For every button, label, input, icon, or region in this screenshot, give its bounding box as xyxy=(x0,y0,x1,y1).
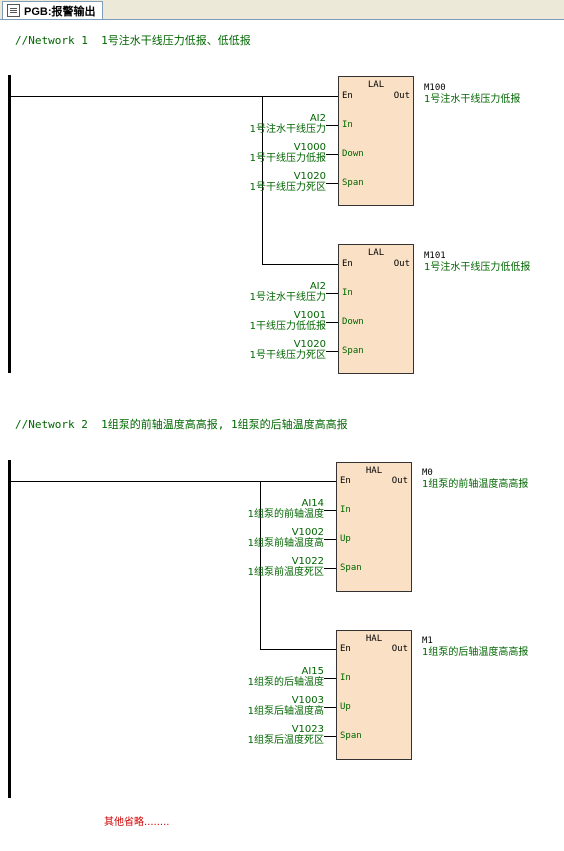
tab-bar: PGB:报警输出 xyxy=(0,0,564,20)
network-1-wire xyxy=(11,96,338,97)
tab-pgb[interactable]: PGB:报警输出 xyxy=(2,1,103,19)
network-2-power-rail xyxy=(8,460,11,798)
input-stub xyxy=(324,736,336,737)
input-stub xyxy=(324,707,336,708)
footer-note: 其他省略........ xyxy=(104,817,170,828)
network-1-power-rail xyxy=(8,75,11,373)
input-stub xyxy=(324,678,336,679)
input-stub xyxy=(324,539,336,540)
pin-in: In xyxy=(340,673,351,683)
pin-en: En xyxy=(342,91,353,101)
network-1-branch-wire xyxy=(262,96,263,264)
pin-down: Down xyxy=(342,149,364,159)
hal-block-2[interactable]: HAL En Out In Up Span xyxy=(336,630,412,760)
input-stub xyxy=(324,510,336,511)
network-2-branch-wire-2 xyxy=(260,649,336,650)
pin-out: Out xyxy=(391,644,408,654)
pin-up: Up xyxy=(340,534,351,544)
network-2-wire xyxy=(11,481,336,482)
block-type: HAL xyxy=(365,466,383,476)
pin-en: En xyxy=(342,259,353,269)
pin-span: Span xyxy=(340,563,362,573)
input-stub xyxy=(326,322,338,323)
block-type: LAL xyxy=(367,248,385,258)
input-stub xyxy=(326,154,338,155)
pin-in: In xyxy=(342,120,353,130)
lal-block-1[interactable]: LAL En Out In Down Span xyxy=(338,76,414,206)
ladder-document-icon xyxy=(7,4,20,17)
pin-up: Up xyxy=(340,702,351,712)
tab-label: PGB:报警输出 xyxy=(24,5,96,18)
block-type: LAL xyxy=(367,80,385,90)
pin-span: Span xyxy=(342,346,364,356)
input-stub xyxy=(326,125,338,126)
network-2-branch-wire xyxy=(260,481,261,649)
network-1-branch-wire-2 xyxy=(262,264,338,265)
input-stub xyxy=(324,568,336,569)
pin-out: Out xyxy=(393,259,410,269)
pin-en: En xyxy=(340,644,351,654)
pin-down: Down xyxy=(342,317,364,327)
input-stub xyxy=(326,183,338,184)
block-type: HAL xyxy=(365,634,383,644)
pin-out: Out xyxy=(391,476,408,486)
network-2-comment: //Network 2 1组泵的前轴温度高高报, 1组泵的后轴温度高高报 xyxy=(15,418,348,431)
pin-out: Out xyxy=(393,91,410,101)
input-stub xyxy=(326,351,338,352)
network-1-comment: //Network 1 1号注水干线压力低报、低低报 xyxy=(15,34,251,47)
pin-span: Span xyxy=(340,731,362,741)
pin-in: In xyxy=(342,288,353,298)
pin-en: En xyxy=(340,476,351,486)
pin-span: Span xyxy=(342,178,364,188)
input-stub xyxy=(326,293,338,294)
hal-block-1[interactable]: HAL En Out In Up Span xyxy=(336,462,412,592)
lal-block-2[interactable]: LAL En Out In Down Span xyxy=(338,244,414,374)
pin-in: In xyxy=(340,505,351,515)
